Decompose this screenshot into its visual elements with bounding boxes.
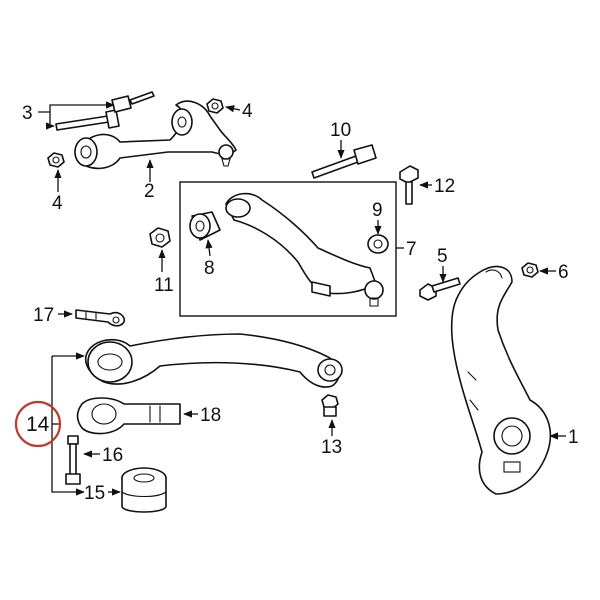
bolt-10 [311,144,377,179]
callout-13: 13 [321,437,342,458]
callout-4-left: 4 [52,193,63,214]
callout-8: 8 [204,258,215,279]
lower-rear-arm-7 [225,192,384,307]
upper-arm-bolt [55,91,155,131]
callout-4-upper: 4 [242,101,253,122]
callout-16: 16 [102,445,123,466]
detail-box [179,181,397,317]
callout-6: 6 [558,262,569,283]
nut-4-upper [206,98,224,114]
callout-9: 9 [372,200,383,221]
bracket-17 [75,309,126,327]
callout-2: 2 [144,181,155,202]
callout-3: 3 [22,103,33,124]
callout-10: 10 [330,120,351,141]
nut-6 [521,262,539,278]
callout-14: 14 [26,413,50,436]
steering-knuckle [450,265,552,495]
callout-5: 5 [437,246,448,267]
lower-control-arm [84,333,343,388]
callout-11: 11 [154,275,174,296]
bushing-9 [367,234,389,254]
callout-18: 18 [200,405,221,426]
bolt-12 [399,165,419,205]
callout-12: 12 [434,176,455,197]
nut-13 [321,394,339,417]
bolt-5 [419,277,461,301]
bushing-8 [189,211,221,241]
bushing-18 [76,397,181,435]
callout-7: 7 [406,239,417,260]
bushing-15 [121,467,167,513]
bolt-16 [65,435,81,485]
callout-1: 1 [568,427,579,448]
callout-15: 15 [84,483,105,504]
nut-4-left [47,152,65,168]
nut-11 [149,227,171,248]
highlight-circle [14,400,62,448]
callout-17: 17 [33,305,54,326]
upper-control-arm [74,100,237,170]
